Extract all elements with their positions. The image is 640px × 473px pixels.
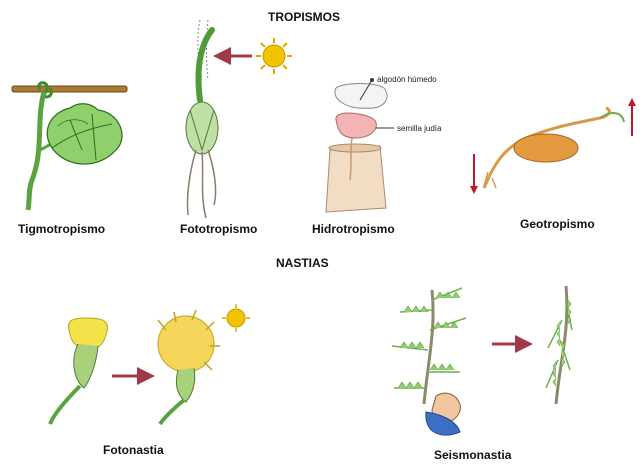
photonasty-illustration <box>48 304 250 426</box>
label-tigmotropism: Tigmotropismo <box>18 222 106 236</box>
annotation-bean-seed: semilla judía <box>397 124 442 133</box>
geotropism-illustration <box>470 98 636 194</box>
label-phototropism: Fototropismo <box>180 222 258 236</box>
open-flower <box>157 309 220 426</box>
heading-tropisms: TROPISMOS <box>268 10 341 24</box>
heading-nasties: NASTIAS <box>276 256 329 270</box>
label-hydrotropism: Hidrotropismo <box>312 222 395 236</box>
tigmotropism-illustration <box>11 81 128 211</box>
label-geotropism: Geotropismo <box>520 217 595 231</box>
sun-icon <box>256 38 292 74</box>
hand-icon <box>425 392 461 436</box>
label-seismonasty: Seismonastia <box>434 448 512 462</box>
annotation-wet-cotton: algodón húmedo <box>377 75 437 84</box>
hydrotropism-illustration <box>325 78 394 213</box>
label-photonasty: Fotonastia <box>103 443 164 457</box>
sun-icon <box>222 304 250 332</box>
phototropism-illustration <box>185 19 292 219</box>
seismonasty-illustration <box>391 285 573 436</box>
